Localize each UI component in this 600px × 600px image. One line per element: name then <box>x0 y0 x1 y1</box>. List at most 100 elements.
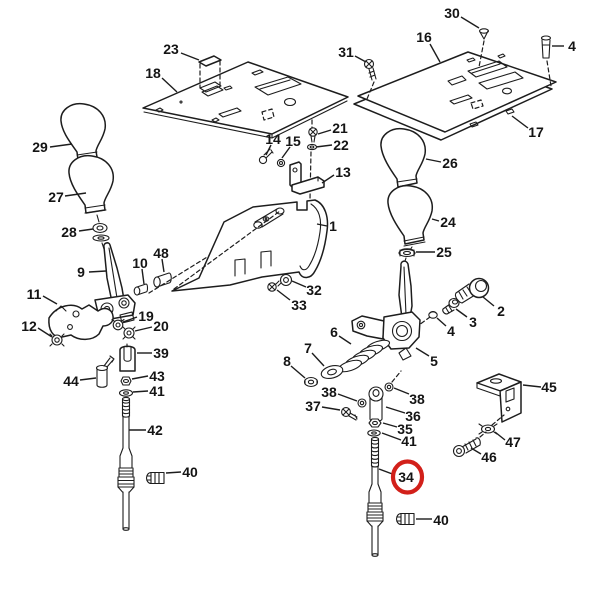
leader-line-40 <box>165 471 182 474</box>
leader-line-24 <box>431 218 440 222</box>
knob-29-art <box>60 102 106 168</box>
leader-line-18 <box>161 77 178 93</box>
part-label-29: 29 <box>32 139 48 155</box>
nut-43-art <box>120 376 132 386</box>
leader-line-45 <box>522 384 542 388</box>
part-label-41: 41 <box>401 433 417 449</box>
part-label-32: 32 <box>306 282 322 298</box>
leader-line-23 <box>180 52 200 61</box>
leader-line-32 <box>291 280 307 288</box>
leader-line-38 <box>337 393 358 402</box>
diagram-line-art <box>48 28 557 557</box>
leader-line-37 <box>321 406 341 411</box>
leader-line-48 <box>161 258 165 273</box>
clevis-39-art <box>119 343 136 372</box>
shaft-34-art <box>366 436 384 557</box>
screw-30-art <box>478 28 490 68</box>
part-label-28: 28 <box>61 224 77 240</box>
part-4-mid-art <box>428 310 438 319</box>
shaft-42-art <box>117 396 135 531</box>
leader-line-27 <box>64 192 87 197</box>
leader-line-31 <box>354 55 367 63</box>
part-11-bracket-art <box>48 304 114 341</box>
leader-line-11 <box>42 295 58 305</box>
part-label-48: 48 <box>153 245 169 261</box>
link-36-art <box>368 386 384 422</box>
bracket-45-art <box>476 373 522 426</box>
leader-line-13 <box>321 174 335 184</box>
leader-line-17 <box>511 115 529 129</box>
part-label-21: 21 <box>332 120 348 136</box>
part-label-40: 40 <box>182 464 198 480</box>
part-label-9: 9 <box>77 264 85 280</box>
part-label-7: 7 <box>304 340 312 356</box>
part-18-plate-art <box>142 61 349 139</box>
washer-20-art <box>122 326 136 340</box>
part-label-14: 14 <box>265 131 281 147</box>
leader-line-12 <box>37 327 53 338</box>
leader-line-5 <box>415 347 430 357</box>
leader-line-16 <box>429 43 441 63</box>
leader-line-6 <box>338 335 352 345</box>
part-label-26: 26 <box>442 155 458 171</box>
part-label-30: 30 <box>444 5 460 21</box>
leader-line-29 <box>49 143 73 148</box>
part-16-plate-art <box>357 51 557 133</box>
part-label-5: 5 <box>430 353 438 369</box>
part-label-11: 11 <box>27 286 42 302</box>
screw-21-art <box>308 127 318 143</box>
part-label-38: 38 <box>321 384 337 400</box>
bracket-13-art <box>289 161 325 195</box>
leader-line-46 <box>470 447 482 455</box>
leader-line-8 <box>290 365 306 379</box>
bolt-14-art <box>258 148 274 165</box>
leader-line-22 <box>315 144 333 148</box>
bushing-10-art <box>133 283 149 296</box>
washer-32-art <box>277 273 293 287</box>
part-label-44: 44 <box>63 373 79 389</box>
part-label-16: 16 <box>416 29 432 45</box>
knob-26-art <box>380 127 426 195</box>
part-label-35: 35 <box>397 421 413 437</box>
lever-5-art <box>351 260 431 383</box>
washer-38-right-art <box>384 382 394 392</box>
part-label-43: 43 <box>149 368 165 384</box>
part-label-25: 25 <box>436 244 452 260</box>
part-44-art <box>95 355 115 388</box>
part-label-46: 46 <box>481 449 497 465</box>
part-label-10: 10 <box>132 255 148 271</box>
leader-line-30 <box>460 16 480 29</box>
part-label-38: 38 <box>409 391 425 407</box>
clamp-40-left-art <box>145 471 165 485</box>
bushing-48-art <box>153 272 172 288</box>
leader-line-43 <box>131 375 149 380</box>
highlight-ring <box>390 459 425 495</box>
part-label-36: 36 <box>405 408 421 424</box>
part-label-23: 23 <box>163 41 179 57</box>
part-label-27: 27 <box>48 189 64 205</box>
leader-line-47 <box>494 431 506 441</box>
part-label-2: 2 <box>497 303 505 319</box>
part-label-31: 31 <box>338 44 354 60</box>
part-label-12: 12 <box>21 318 37 334</box>
washer-41-right-art <box>367 429 381 437</box>
nut-19-art <box>111 318 125 331</box>
part-label-22: 22 <box>333 137 349 153</box>
washer-7-art <box>320 364 344 380</box>
leader-line-14 <box>265 144 272 156</box>
part-label-8: 8 <box>283 353 291 369</box>
leader-line-41 <box>132 390 149 393</box>
bolt-46-art <box>452 431 487 458</box>
part-label-4: 4 <box>447 323 455 339</box>
part-label-41: 41 <box>149 383 165 399</box>
part-label-47: 47 <box>505 434 521 450</box>
part-label-15: 15 <box>285 133 301 149</box>
part-label-18: 18 <box>145 65 161 81</box>
leader-line-26 <box>425 158 442 163</box>
leader-line-36 <box>385 406 406 414</box>
part-label-45: 45 <box>541 379 557 395</box>
leader-line-20 <box>134 326 153 332</box>
leader-line-1 <box>316 223 328 227</box>
